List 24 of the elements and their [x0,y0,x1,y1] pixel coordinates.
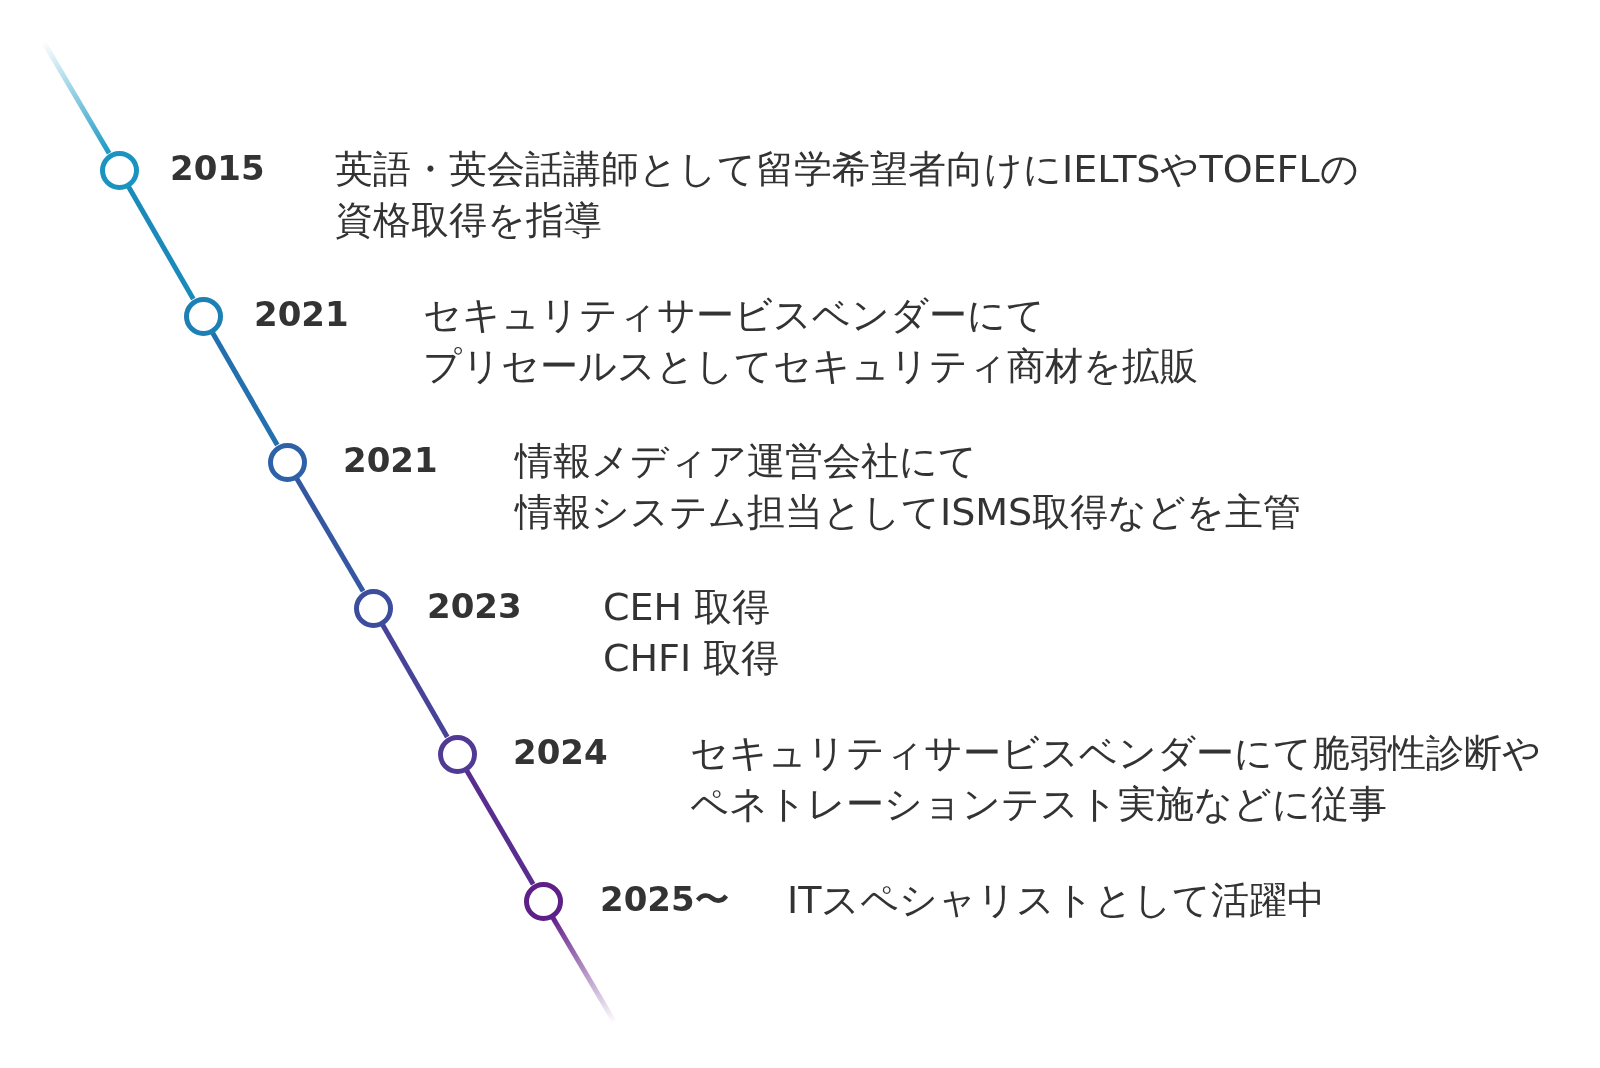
timeline-line [210,331,280,447]
timeline-circle [267,442,307,482]
description-text: セキュリティサービスベンダーにてプリセールスとしてセキュリティ商材を拡販 [423,292,1198,390]
description-text: 情報メディア運営会社にて情報システム担当としてISMS取得などを主管 [515,438,1302,536]
year-label: 2015 [170,147,265,190]
year-label: 2021 [343,439,438,482]
timeline-circle [183,296,223,336]
year-label: 2025〜 [600,878,729,921]
description-text: CEH 取得 [603,584,771,631]
timeline-circle [437,734,477,774]
description-text: 英語・英会話講師として留学希望者向けにIELTSやTOEFLの資格取得を指導 [335,146,1359,244]
description-text: ITスペシャリストとして活躍中 [787,877,1326,924]
timeline-circle [99,150,139,190]
year-label: 2021 [254,293,349,336]
year-label: 2023 [427,585,522,628]
timeline-line [464,769,536,886]
timeline-circle [353,588,393,628]
timeline-line [380,623,450,739]
description-text: CHFI 取得 [603,635,780,682]
description-text: セキュリティサービスベンダーにて脆弱性診断やペネトレーションテスト実施などに従事 [690,730,1541,828]
year-label: 2024 [513,731,608,774]
timeline-line [126,185,196,301]
timeline-circle [523,881,563,921]
timeline-line [294,477,366,593]
